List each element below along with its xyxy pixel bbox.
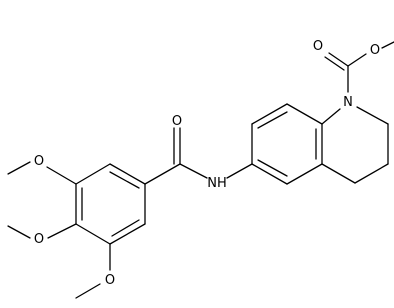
bond-carbonyl-double-a [328,52,349,67]
bond-c5-c6 [251,163,288,185]
atom-o-ester: O [370,43,380,58]
bond-ar5-ar6 [109,223,146,245]
atom-n-ring: N [343,95,353,110]
bond-c5-c6-inner [257,159,288,177]
bond-n-c2 [356,106,389,125]
bond-ome-lower-methyl [75,283,101,299]
bond-co-aryl [144,163,181,185]
bond-ar3-ome-upper [46,166,77,185]
atom-o-amide: O [172,114,182,129]
bond-c7-c8 [251,103,288,125]
bond-oester-methyl [381,41,394,49]
ester-group [324,41,394,93]
bond-ar5-ar6-inner [111,219,140,237]
atom-nh: NH [207,176,227,191]
trimethoxyphenyl-ring [75,163,146,245]
atom-o-methoxy-upper: O [34,154,44,169]
bond-ar1-ar2-inner [109,171,140,189]
methoxy-groups [7,161,111,299]
bond-c4a-c5 [286,163,323,185]
amide-linker [144,127,253,185]
bond-c7-c8-inner [257,111,288,129]
bond-c4-c4a [321,163,356,184]
atom-o-methoxy-lower: O [105,273,115,288]
bond-carbonyl-double-b [324,56,345,71]
bond-ar4-ar5 [75,223,111,245]
bond-nh-co [179,163,208,179]
bond-ar1-ar2 [109,163,146,185]
bond-c8a-n [321,108,341,125]
bond-ome-upper-methyl [7,161,31,175]
atom-o-carbonyl-top: O [313,39,323,54]
bond-c3-c4 [354,163,389,184]
saturated-ring [321,106,389,184]
bond-c8-c8a [286,103,323,125]
bond-ar2-ar3 [75,163,111,185]
bond-carbonyl-oester [347,53,367,67]
bond-ar4-ome-mid [47,223,77,239]
bond-c6-nh [226,163,253,179]
bond-ome-mid-methyl [7,225,31,239]
atom-o-methoxy-mid: O [34,232,44,247]
benzo-ring [251,103,323,185]
